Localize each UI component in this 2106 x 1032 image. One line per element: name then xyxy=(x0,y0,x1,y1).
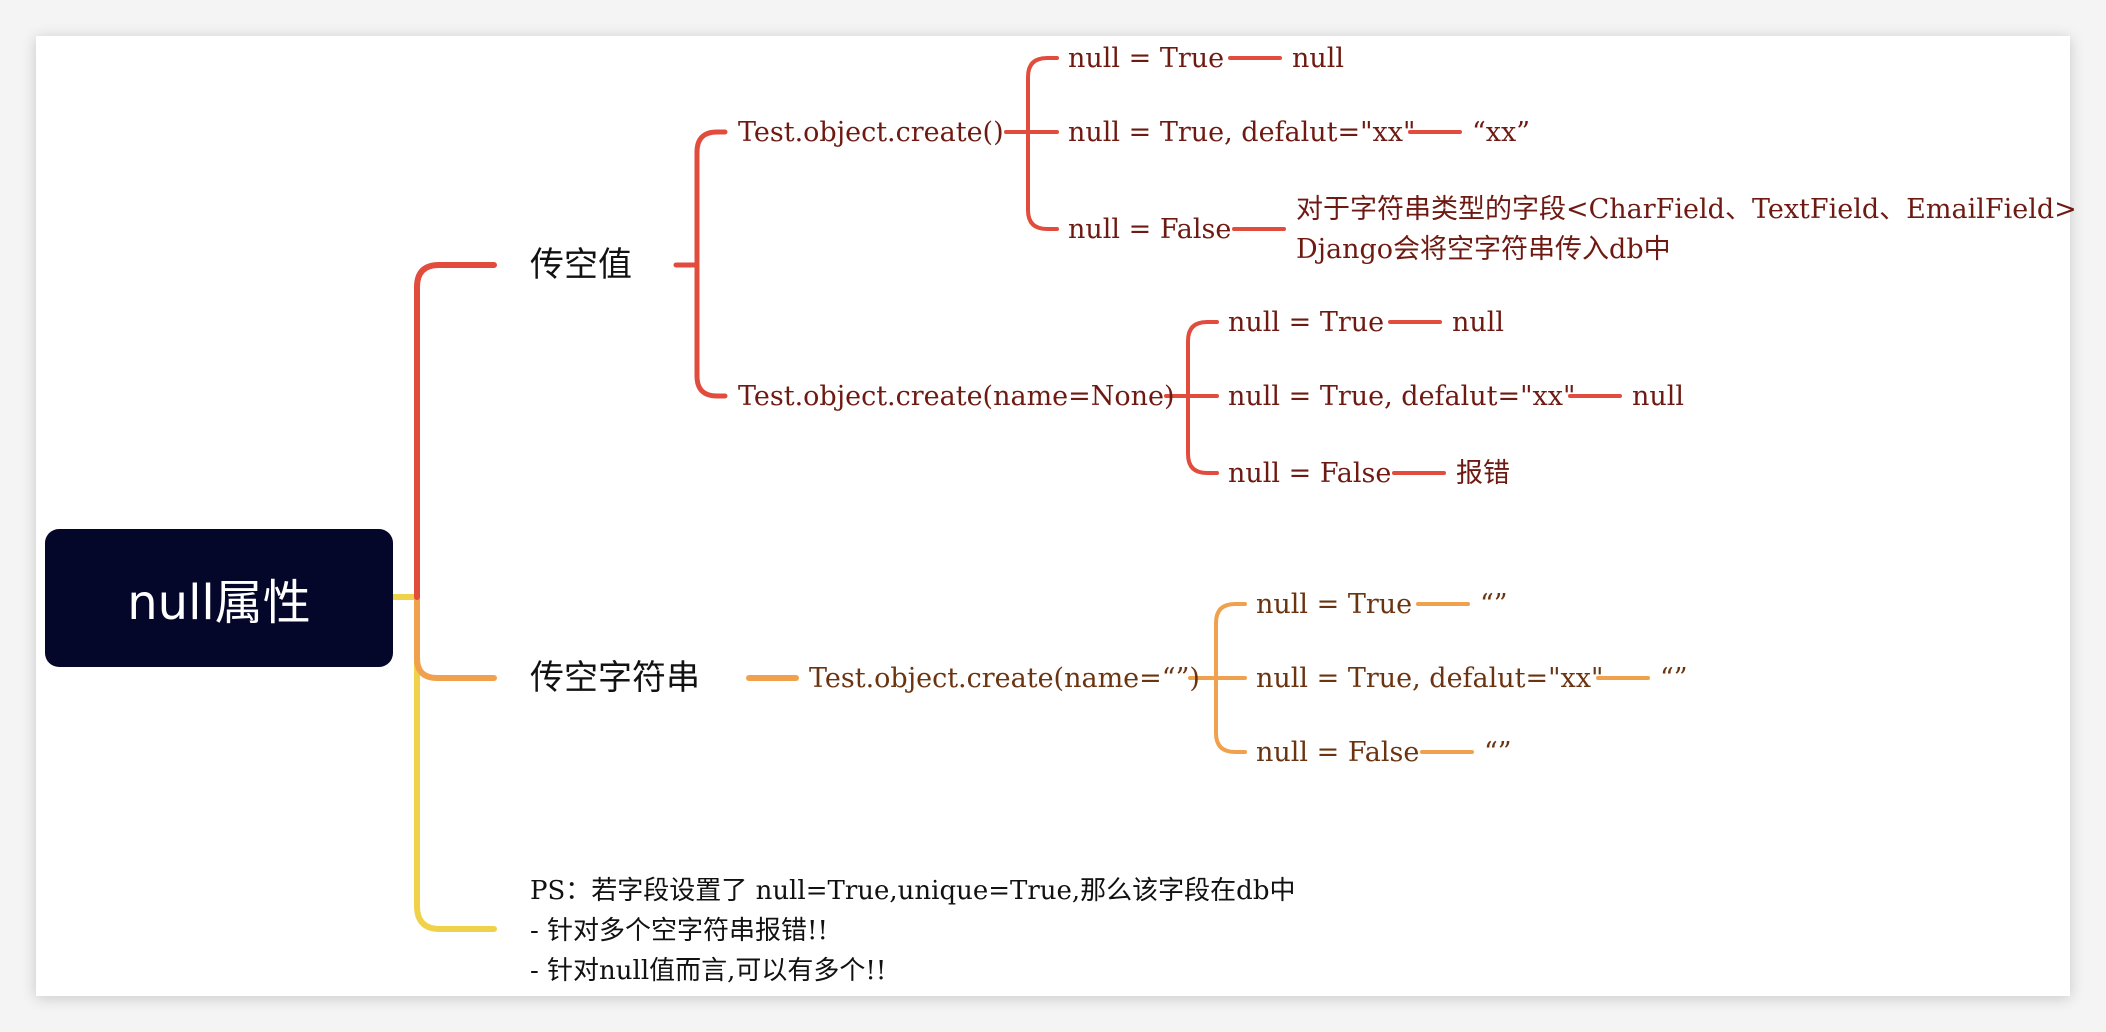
connector-b1a-results xyxy=(1228,56,1462,231)
cond-null-true[interactable]: null = True xyxy=(1068,43,1225,74)
connector-b1b-results xyxy=(1388,320,1622,475)
connector-root-trunk xyxy=(390,594,497,932)
cond-null-false[interactable]: null = False xyxy=(1228,458,1392,489)
cond-null-true-default[interactable]: null = True, defalut="xx" xyxy=(1228,381,1576,412)
connector-b1b-fan xyxy=(1164,320,1219,475)
connector-b2a-fan xyxy=(1188,602,1247,754)
result-charfield-note-1: 对于字符串类型的字段<CharField、TextField、EmailFiel… xyxy=(1296,194,2077,225)
cond-null-true[interactable]: null = True xyxy=(1256,589,1413,620)
cond-null-false[interactable]: null = False xyxy=(1068,214,1232,245)
node-create-name-empty[interactable]: Test.object.create(name=“”) xyxy=(809,663,1200,694)
connector-root-branch2 xyxy=(414,594,497,681)
result-null: null xyxy=(1632,381,1685,412)
result-error: 报错 xyxy=(1456,458,1510,489)
note-block[interactable]: PS：若字段设置了 null=True,unique=True,那么该字段在db… xyxy=(530,871,1830,991)
node-create-no-args[interactable]: Test.object.create() xyxy=(738,117,1004,148)
connector-b2a-results xyxy=(1416,602,1650,754)
result-xx: “xx” xyxy=(1472,117,1531,148)
cond-null-true-default[interactable]: null = True, defalut="xx" xyxy=(1256,663,1604,694)
cond-null-false[interactable]: null = False xyxy=(1256,737,1420,768)
branch-empty-string[interactable]: 传空字符串 xyxy=(530,658,700,698)
result-empty-string: “” xyxy=(1660,663,1688,694)
connector-branch1-split xyxy=(673,129,728,399)
note-line: - 针对null值而言,可以有多个!! xyxy=(530,956,887,986)
branch-empty-value[interactable]: 传空值 xyxy=(530,245,632,285)
note-line: PS：若字段设置了 null=True,unique=True,那么该字段在db… xyxy=(530,876,1296,906)
result-null: null xyxy=(1452,307,1505,338)
result-empty-string: “” xyxy=(1480,589,1508,620)
mindmap-canvas xyxy=(36,36,2070,996)
result-empty-string: “” xyxy=(1484,737,1512,768)
result-null: null xyxy=(1292,43,1345,74)
cond-null-true[interactable]: null = True xyxy=(1228,307,1385,338)
connector-root-branch1 xyxy=(414,262,497,600)
result-charfield-note-2: Django会将空字符串传入db中 xyxy=(1296,234,1671,265)
node-create-name-none[interactable]: Test.object.create(name=None) xyxy=(738,381,1175,412)
note-line: - 针对多个空字符串报错!! xyxy=(530,916,828,946)
cond-null-true-default[interactable]: null = True, defalut="xx" xyxy=(1068,117,1416,148)
connector-b1a-fan xyxy=(1004,56,1059,231)
root-node[interactable]: null属性 xyxy=(45,529,393,667)
